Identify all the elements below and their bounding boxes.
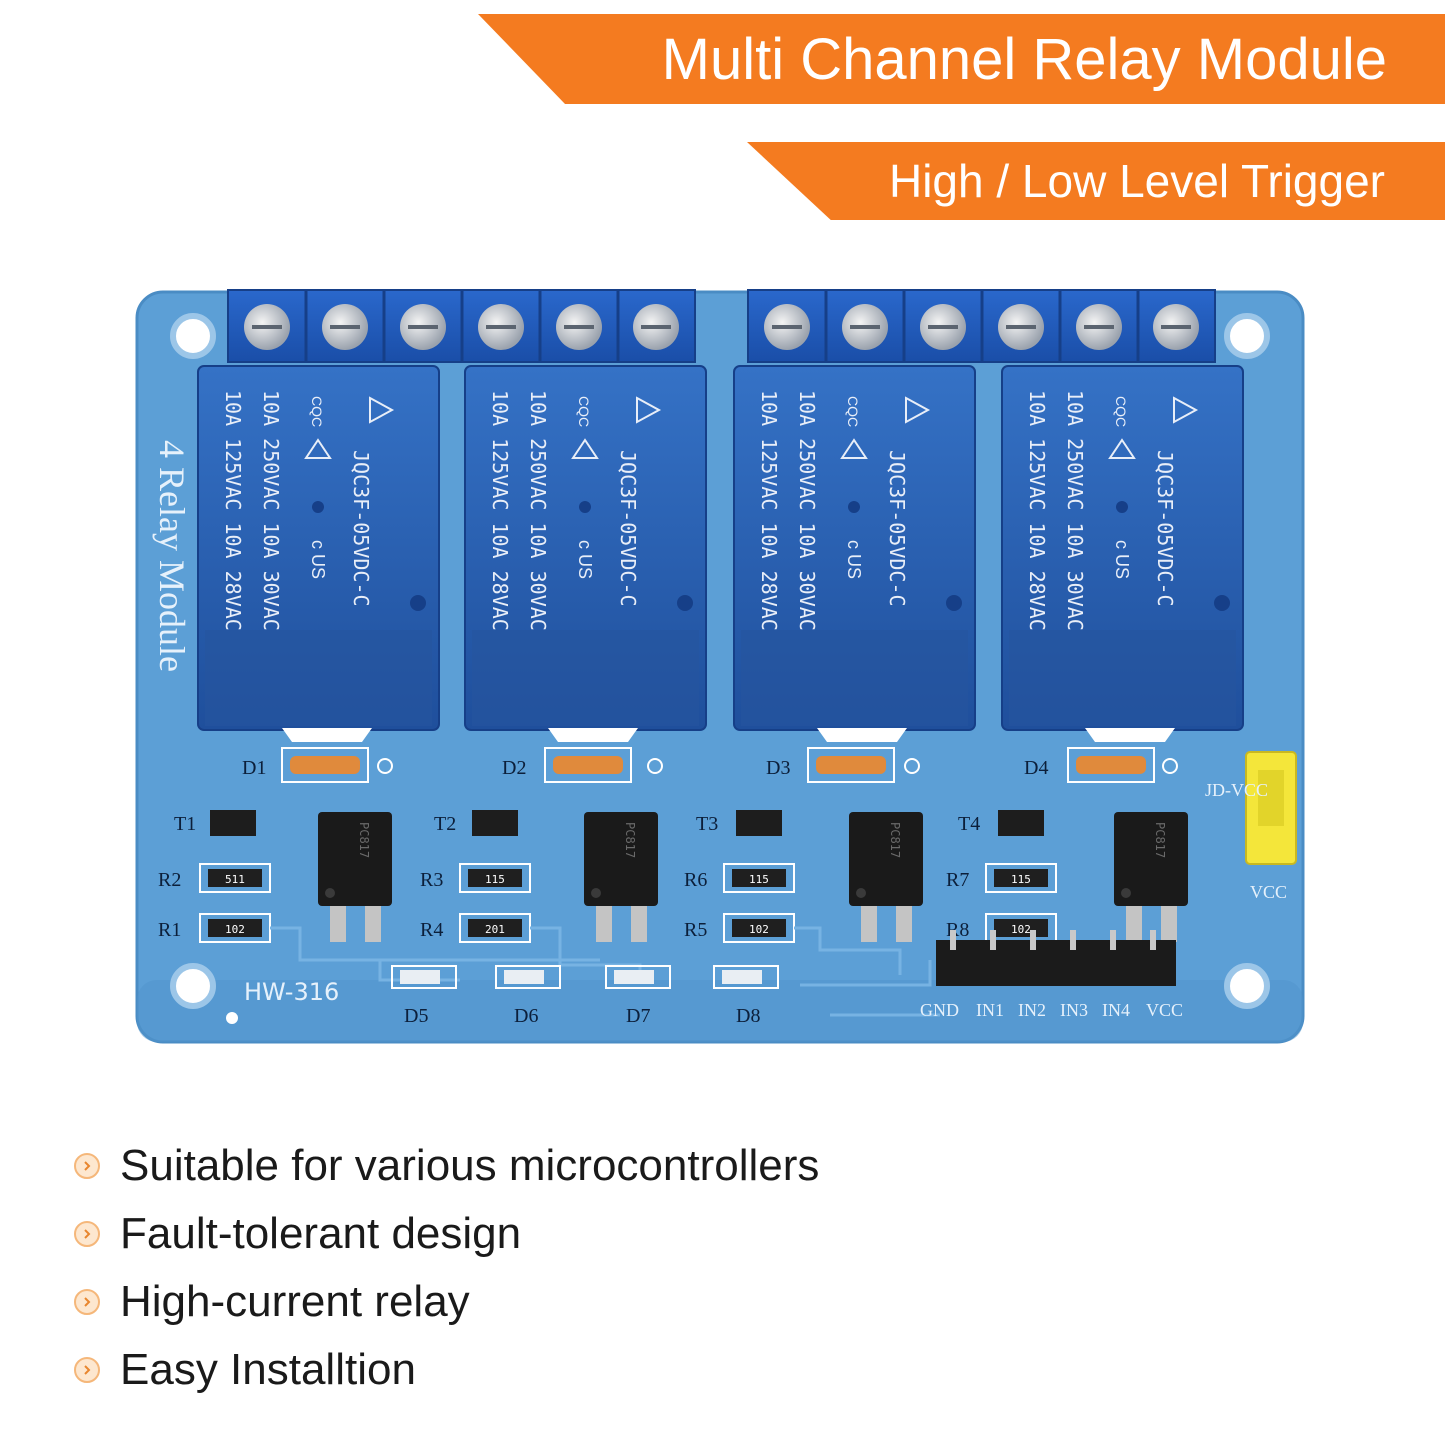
title-banner: Multi Channel Relay Module	[478, 14, 1445, 104]
relay-3-rating-b: 10A 125VAC 10A 28VAC	[757, 390, 781, 631]
transistor-t4-label: T4	[958, 813, 980, 835]
relay-1-rating-a: 10A 250VAC 10A 30VAC	[259, 390, 283, 631]
relay-2-cert: CQC	[576, 396, 592, 427]
jdvcc-jumper: JD-VCC VCC	[1205, 751, 1297, 902]
relay-1-rating-b: 10A 125VAC 10A 28VAC	[221, 390, 245, 631]
resistor-r4-label: R4	[420, 919, 443, 941]
led-d8-label: D8	[736, 1005, 760, 1027]
screw-terminals-right	[747, 289, 1216, 363]
board-model: HW-316	[244, 978, 339, 1006]
optocouplers: PC817 PC817 PC817 PC817	[318, 812, 1188, 942]
resistor-r6-code: 115	[749, 873, 769, 886]
chevron-right-icon	[74, 1153, 100, 1179]
relay-2-rating-a: 10A 250VAC 10A 30VAC	[526, 390, 550, 631]
pin-in4-label: IN4	[1102, 1000, 1130, 1020]
relay-2-model: JQC3F-05VDC-C	[616, 450, 640, 607]
transistor-t2-label: T2	[434, 813, 456, 835]
led-d5-label: D5	[404, 1005, 428, 1027]
mounting-holes	[170, 313, 1270, 1009]
feature-text: Fault-tolerant design	[120, 1209, 522, 1258]
pin-vcc-label: VCC	[1146, 1000, 1183, 1020]
side-label: 4 Relay Module	[152, 440, 192, 672]
jumper-vcc-label: VCC	[1250, 882, 1287, 902]
relay-1: JQC3F-05VDC-C 10A 250VAC 10A 30VAC 10A 1…	[197, 365, 440, 731]
diode-d3-label: D3	[766, 757, 790, 779]
transistors: T1 T2 T3 T4	[174, 810, 1044, 836]
resistor-r7-label: R7	[946, 869, 969, 891]
resistor-r2-code: 511	[225, 873, 245, 886]
optocoupler-3-label: PC817	[888, 822, 902, 858]
pin-header: GND IN1 IN2 IN3 IN4 VCC	[920, 930, 1183, 1020]
diode-d2-label: D2	[502, 757, 526, 779]
relay-3-cert: CQC	[845, 396, 861, 427]
feature-text: High-current relay	[120, 1277, 470, 1326]
led-d7-label: D7	[626, 1005, 650, 1027]
relay-4-ul: c US	[1112, 540, 1132, 579]
status-leds: D5 D6 D7 D8	[391, 965, 779, 1027]
pin-in1-label: IN1	[976, 1000, 1004, 1020]
resistor-r6-label: R6	[684, 869, 707, 891]
jumper-label: JD-VCC	[1205, 780, 1268, 800]
relay-1-model: JQC3F-05VDC-C	[349, 450, 373, 607]
resistor-r8-label: R8	[946, 919, 969, 941]
relay-3-rating-a: 10A 250VAC 10A 30VAC	[795, 390, 819, 631]
resistor-r4-code: 201	[485, 923, 505, 936]
subtitle-banner: High / Low Level Trigger	[747, 142, 1445, 220]
chevron-right-icon	[74, 1289, 100, 1315]
title-text: Multi Channel Relay Module	[661, 26, 1387, 92]
screw-terminals-left	[227, 289, 696, 363]
relay-3-ul: c US	[844, 540, 864, 579]
optocoupler-4-label: PC817	[1153, 822, 1167, 858]
optocoupler-1-label: PC817	[357, 822, 371, 858]
resistor-r8-code: 102	[1011, 923, 1031, 936]
resistor-r5-code: 102	[749, 923, 769, 936]
resistor-r1-code: 102	[225, 923, 245, 936]
pin-gnd-label: GND	[920, 1000, 959, 1020]
pin-in2-label: IN2	[1018, 1000, 1046, 1020]
resistor-r3-code: 115	[485, 873, 505, 886]
relay-2-rating-b: 10A 125VAC 10A 28VAC	[488, 390, 512, 631]
resistor-r3-label: R3	[420, 869, 443, 891]
relay-4-rating-a: 10A 250VAC 10A 30VAC	[1063, 390, 1087, 631]
relay-4-cert: CQC	[1113, 396, 1129, 427]
relay-4-model: JQC3F-05VDC-C	[1153, 450, 1177, 607]
transistor-t1-label: T1	[174, 813, 196, 835]
chevron-right-icon	[74, 1221, 100, 1247]
resistor-r7-code: 115	[1011, 873, 1031, 886]
subtitle-text: High / Low Level Trigger	[888, 155, 1385, 207]
relay-3: JQC3F-05VDC-C 10A 250VAC 10A 30VAC 10A 1…	[733, 365, 976, 731]
diode-d4-label: D4	[1024, 757, 1048, 779]
feature-item: High-current relay	[74, 1268, 819, 1336]
pin-in3-label: IN3	[1060, 1000, 1088, 1020]
resistor-r1-label: R1	[158, 919, 181, 941]
led-d6-label: D6	[514, 1005, 538, 1027]
transistor-t3-label: T3	[696, 813, 718, 835]
feature-item: Fault-tolerant design	[74, 1200, 819, 1268]
relay-2: JQC3F-05VDC-C 10A 250VAC 10A 30VAC 10A 1…	[464, 365, 707, 731]
chevron-right-icon	[74, 1357, 100, 1383]
feature-text: Suitable for various microcontrollers	[120, 1141, 820, 1190]
resistor-r5-label: R5	[684, 919, 707, 941]
relay-1-cert: CQC	[309, 396, 325, 427]
relay-3-model: JQC3F-05VDC-C	[885, 450, 909, 607]
feature-item: Suitable for various microcontrollers	[74, 1132, 819, 1200]
feature-list: Suitable for various microcontrollers Fa…	[74, 1132, 819, 1404]
relay-1-ul: c US	[308, 540, 328, 579]
feature-text: Easy Installtion	[120, 1345, 416, 1394]
diodes: D1 D2 D3 D4	[242, 747, 1178, 783]
relay-2-ul: c US	[575, 540, 595, 579]
relay-4-rating-b: 10A 125VAC 10A 28VAC	[1025, 390, 1049, 631]
resistor-r2-label: R2	[158, 869, 181, 891]
optocoupler-2-label: PC817	[623, 822, 637, 858]
feature-item: Easy Installtion	[74, 1336, 819, 1404]
diode-d1-label: D1	[242, 757, 266, 779]
relay-4: JQC3F-05VDC-C 10A 250VAC 10A 30VAC 10A 1…	[1001, 365, 1244, 731]
